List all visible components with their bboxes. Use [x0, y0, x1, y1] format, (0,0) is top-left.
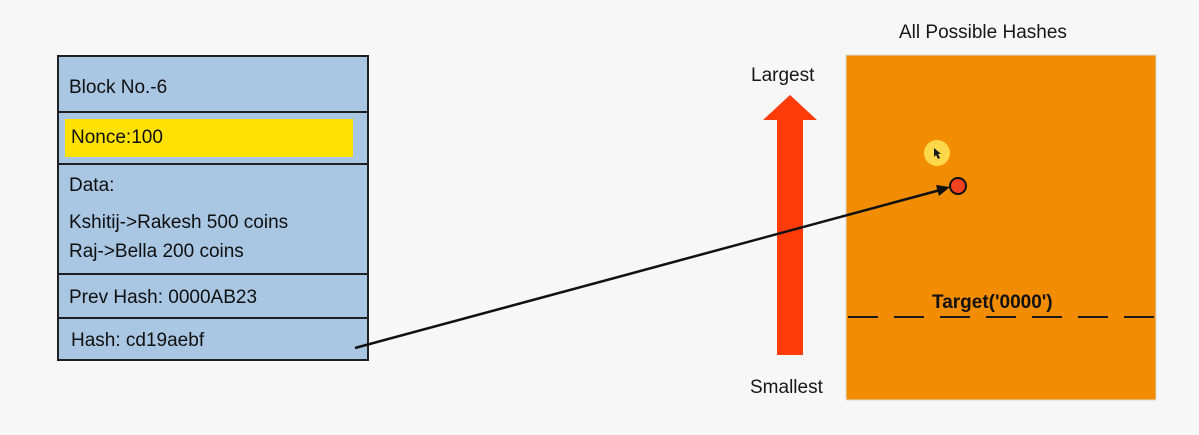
nonce-row: Nonce:100 — [59, 113, 367, 165]
hash-value-scale-arrow — [763, 95, 817, 355]
hash-row: Hash: cd19aebf — [59, 319, 367, 359]
nonce-highlight — [65, 119, 353, 157]
block-number-row: Block No.-6 — [59, 57, 367, 113]
smallest-label: Smallest — [750, 377, 823, 398]
prev-hash-row: Prev Hash: 0000AB23 — [59, 275, 367, 319]
hash-point-marker — [949, 177, 967, 195]
hash-space-title: All Possible Hashes — [899, 22, 1067, 43]
hash-connector-line — [354, 187, 945, 350]
target-label: Target('0000') — [932, 292, 1053, 313]
cursor-pointer-icon — [934, 148, 941, 159]
hash-space-area — [845, 54, 1157, 401]
block-number-label: Block No.-6 — [69, 77, 168, 98]
block-card: Block No.-6 Nonce:100 Data: Kshitij->Rak… — [57, 55, 369, 361]
data-label: Data: — [69, 175, 115, 196]
nonce-label: Nonce:100 — [71, 127, 163, 148]
hash-connector-arrowhead — [936, 185, 950, 196]
transaction-line-2: Raj->Bella 200 coins — [69, 241, 244, 262]
prev-hash-label: Prev Hash: 0000AB23 — [69, 287, 258, 308]
transaction-line-1: Kshitij->Rakesh 500 coins — [69, 212, 289, 233]
hash-label: Hash: cd19aebf — [71, 330, 205, 351]
data-row: Data: Kshitij->Rakesh 500 coins Raj->Bel… — [59, 165, 367, 275]
largest-label: Largest — [751, 65, 815, 86]
